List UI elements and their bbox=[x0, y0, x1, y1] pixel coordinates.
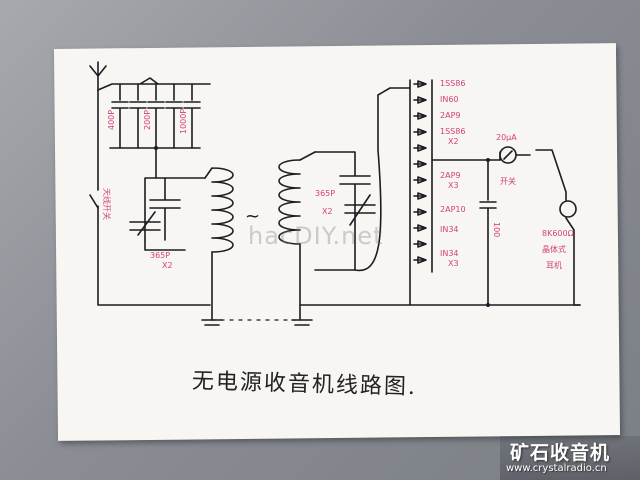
label-cap-right: 365P bbox=[315, 189, 335, 198]
output-switch bbox=[499, 149, 567, 193]
label-diode-8: IN34 bbox=[440, 249, 459, 258]
watermark: hacDIY.net bbox=[248, 222, 384, 250]
label-meter: 20μA bbox=[496, 133, 517, 142]
svg-text:1000P: 1000P bbox=[179, 109, 188, 134]
junction-dot bbox=[154, 146, 158, 150]
antenna-symbol bbox=[89, 61, 107, 91]
label-diode-5: 2AP9 bbox=[440, 171, 460, 180]
label-cap-100: 100 bbox=[492, 222, 501, 237]
junction-dot bbox=[486, 303, 490, 307]
label-earphone-type: 晶体式 bbox=[542, 244, 566, 254]
label-diode-3: 2AP9 bbox=[440, 111, 460, 120]
label-earphone-name: 耳机 bbox=[546, 260, 562, 270]
left-variable-capacitor bbox=[129, 177, 206, 251]
svg-text:200P: 200P bbox=[143, 110, 152, 130]
right-coil bbox=[278, 151, 316, 321]
label-diode-4: 1SS86 bbox=[440, 127, 465, 136]
right-variable-capacitor bbox=[314, 151, 376, 271]
label-diode-5-qty: X3 bbox=[448, 181, 459, 190]
label-diode-4-qty: X2 bbox=[448, 137, 459, 146]
label-diode-1: 1SS86 bbox=[440, 79, 465, 88]
top-bus bbox=[97, 77, 211, 91]
label-diode-7: IN34 bbox=[440, 225, 459, 234]
loop-wire bbox=[354, 87, 411, 272]
diode-ladder bbox=[409, 79, 501, 306]
meter-symbol bbox=[499, 146, 517, 164]
label-diode-2: IN60 bbox=[440, 95, 459, 104]
ground-line bbox=[201, 304, 581, 326]
brand-url: www.crystalradio.cn bbox=[506, 463, 607, 474]
earphone-symbol bbox=[559, 191, 581, 306]
brand-name: 矿石收音机 bbox=[510, 442, 611, 464]
label-diode-8-qty: X3 bbox=[448, 259, 459, 268]
label-cap-right-qty: X2 bbox=[322, 207, 333, 216]
diagram-title: 无电源收音机线路图. bbox=[191, 369, 418, 400]
label-cap-left-qty: X2 bbox=[162, 261, 173, 270]
label-diode-6: 2AP10 bbox=[440, 205, 466, 214]
label-cap-left: 365P bbox=[150, 251, 170, 260]
label-antenna-switch: 天线开关 bbox=[102, 188, 112, 220]
svg-text:400P: 400P bbox=[107, 110, 116, 130]
filter-capacitor bbox=[479, 159, 497, 306]
capacitor-bank: 400P 200P 1000P bbox=[107, 83, 201, 179]
coupling-tilde: ~ bbox=[245, 206, 260, 227]
left-coil bbox=[204, 167, 234, 321]
junction-dot bbox=[486, 158, 490, 162]
antenna-switch bbox=[89, 194, 99, 209]
label-switch: 开关 bbox=[500, 176, 516, 186]
left-wire bbox=[97, 89, 211, 306]
brand-overlay: 矿石收音机 www.crystalradio.cn bbox=[500, 436, 640, 480]
label-earphone: 8K600Ω bbox=[542, 229, 574, 238]
